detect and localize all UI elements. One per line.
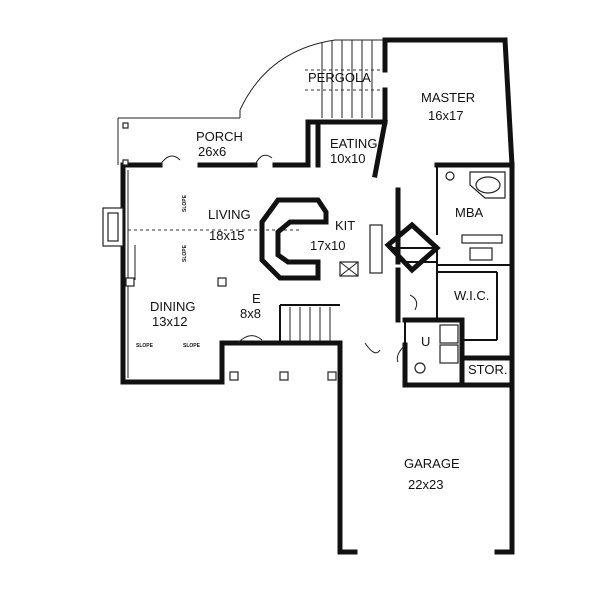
porch-outline xyxy=(117,117,240,165)
garage-size: 22x23 xyxy=(408,477,443,492)
bath-fixtures xyxy=(445,171,506,261)
slope-note-3: SLOPE xyxy=(182,194,188,212)
entry-size: 8x8 xyxy=(240,306,261,321)
mba-label: MBA xyxy=(455,205,484,220)
slope-note-2: SLOPE xyxy=(183,343,201,349)
dining-label: DINING xyxy=(150,299,196,314)
living-label: LIVING xyxy=(208,207,251,222)
porch-size: 26x6 xyxy=(198,144,226,159)
storage-label: STOR. xyxy=(468,362,508,377)
kit-size: 17x10 xyxy=(310,238,345,253)
entry-label: E xyxy=(252,291,261,306)
utility-label: U xyxy=(421,334,430,349)
eating-label: EATING xyxy=(330,136,377,151)
interior-walls xyxy=(128,165,512,345)
pergola-label: PERGOLA xyxy=(308,70,371,85)
kit-label: KIT xyxy=(335,218,355,233)
wic-label: W.I.C. xyxy=(454,288,489,303)
kitchen-island xyxy=(259,197,383,281)
eating-size: 10x10 xyxy=(330,151,365,166)
master-size: 16x17 xyxy=(428,108,463,123)
columns xyxy=(122,122,337,381)
slope-note-1: SLOPE xyxy=(136,343,154,349)
exterior-walls xyxy=(120,37,515,555)
slope-note-4: SLOPE xyxy=(182,244,188,262)
stairs xyxy=(289,307,331,341)
dining-size: 13x12 xyxy=(152,314,187,329)
master-label: MASTER xyxy=(421,90,475,105)
utility-fixtures xyxy=(414,324,459,374)
living-size: 18x15 xyxy=(209,228,244,243)
garage-label: GARAGE xyxy=(404,456,460,471)
pergola-structure xyxy=(239,39,385,118)
fireplace xyxy=(102,207,124,247)
porch-label: PORCH xyxy=(196,129,243,144)
door-swings xyxy=(159,154,418,363)
